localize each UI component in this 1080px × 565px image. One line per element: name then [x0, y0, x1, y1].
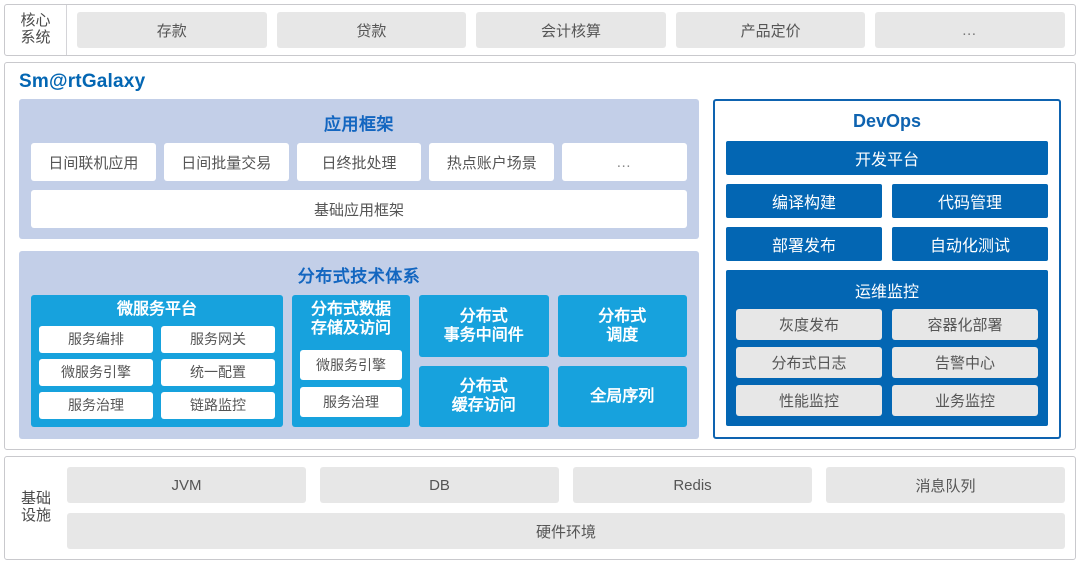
ops-item-alert-center[interactable]: 告警中心: [892, 347, 1038, 378]
devops-title: DevOps: [852, 111, 922, 131]
ops-item-containerized-deployment[interactable]: 容器化部署: [892, 309, 1038, 340]
microservice-platform-card[interactable]: 微服务平台 服务编排 服务网关 微服务引擎 统一配置: [31, 295, 283, 427]
infra-item-redis[interactable]: Redis: [573, 467, 812, 503]
devops-row: 部署发布 自动化测试: [726, 227, 1048, 261]
core-systems-label-line2: 系统: [20, 29, 51, 46]
app-item-daytime-online[interactable]: 日间联机应用: [31, 143, 156, 181]
app-item-hot-account[interactable]: 热点账户场景: [429, 143, 555, 181]
devops-row: 编译构建 代码管理: [726, 184, 1048, 218]
smartgalaxy-title: Sm@rtGalaxy: [19, 71, 146, 92]
distributed-data-storage-title: 分布式数据 存储及访问: [300, 295, 402, 345]
core-system-item-more[interactable]: …: [875, 12, 1065, 48]
distributed-tech-panel: 分布式技术体系 微服务平台 服务编排 服务网关 微服务引: [19, 251, 699, 439]
app-item-daytime-batch[interactable]: 日间批量交易: [163, 143, 289, 181]
card-global-sequence-line1: 全局序列: [590, 387, 655, 405]
smartgalaxy-left-column: 应用框架 日间联机应用 日间批量交易 日终批处理 热点账户场景 … 基础应用框架…: [19, 99, 699, 439]
card-distributed-scheduling-line1: 分布式: [598, 307, 647, 325]
infra-item-message-queue[interactable]: 消息队列: [826, 467, 1065, 503]
ops-item-distributed-logging[interactable]: 分布式日志: [736, 347, 882, 378]
distributed-middleware-column: 分布式 事务中间件 分布式 缓存访问: [419, 295, 549, 427]
application-framework-items: 日间联机应用 日间批量交易 日终批处理 热点账户场景 …: [31, 143, 687, 181]
application-framework-title: 应用框架: [324, 115, 394, 134]
card-distributed-transaction-middleware[interactable]: 分布式 事务中间件: [419, 295, 549, 357]
distributed-tech-grid: 微服务平台 服务编排 服务网关 微服务引擎 统一配置: [31, 295, 687, 427]
core-system-item-loan[interactable]: 贷款: [276, 12, 467, 48]
microservice-row: 服务治理 链路监控: [39, 391, 275, 420]
card-distributed-scheduling-line2: 调度: [606, 326, 639, 344]
distributed-data-storage-card[interactable]: 分布式数据 存储及访问 微服务引擎 服务治理: [292, 295, 410, 427]
devops-item-deploy-release[interactable]: 部署发布: [726, 227, 882, 261]
ops-item-gray-release[interactable]: 灰度发布: [736, 309, 882, 340]
smartgalaxy-body: 应用框架 日间联机应用 日间批量交易 日终批处理 热点账户场景 … 基础应用框架…: [19, 99, 1061, 439]
application-framework-panel: 应用框架 日间联机应用 日间批量交易 日终批处理 热点账户场景 … 基础应用框架: [19, 99, 699, 239]
smartgalaxy-panel: Sm@rtGalaxy 应用框架 日间联机应用 日间批量交易 日终批处理 热点账…: [4, 62, 1076, 450]
card-global-sequence[interactable]: 全局序列: [557, 365, 687, 427]
infrastructure-items: JVM DB Redis 消息队列: [67, 467, 1065, 503]
app-base-framework[interactable]: 基础应用框架: [31, 190, 687, 228]
devops-column: DevOps 开发平台 编译构建 代码管理 部署发布 自动化测试 运维监控: [713, 99, 1061, 439]
card-distributed-transaction-middleware-line2: 事务中间件: [443, 326, 524, 344]
micro-item-trace-monitoring[interactable]: 链路监控: [161, 391, 275, 420]
ops-monitoring-row: 性能监控 业务监控: [736, 385, 1038, 416]
infrastructure-bar: 基础 设施 JVM DB Redis 消息队列 硬件环境: [4, 456, 1076, 560]
infrastructure-body: JVM DB Redis 消息队列 硬件环境: [67, 467, 1075, 549]
core-systems-label: 核心 系统: [5, 5, 67, 55]
ops-monitoring-title: 运维监控: [854, 284, 919, 301]
core-system-item-deposit[interactable]: 存款: [77, 12, 267, 48]
micro-item-unified-config[interactable]: 统一配置: [161, 358, 275, 386]
ops-item-business-monitoring[interactable]: 业务监控: [892, 385, 1038, 416]
microservice-row: 服务编排 服务网关: [39, 325, 275, 353]
card-distributed-cache-access[interactable]: 分布式 缓存访问: [419, 365, 549, 427]
distributed-scheduling-column: 分布式 调度 全局序列: [557, 295, 687, 427]
microservice-row: 微服务引擎 统一配置: [39, 358, 275, 386]
app-item-eod-batch[interactable]: 日终批处理: [296, 143, 422, 181]
card-distributed-scheduling[interactable]: 分布式 调度: [557, 295, 687, 357]
distributed-data-storage-title-line2: 存储及访问: [310, 319, 391, 337]
ops-monitoring-row: 分布式日志 告警中心: [736, 347, 1038, 378]
micro-item-service-governance[interactable]: 服务治理: [39, 391, 153, 420]
core-systems-bar: 核心 系统 存款 贷款 会计核算 产品定价 …: [4, 4, 1076, 56]
data-item-microservice-engine[interactable]: 微服务引擎: [300, 350, 402, 380]
card-distributed-cache-access-line2: 缓存访问: [451, 397, 516, 415]
app-item-more[interactable]: …: [562, 143, 687, 181]
core-systems-label-line1: 核心: [20, 12, 51, 30]
card-distributed-cache-access-line1: 分布式: [459, 378, 508, 396]
infrastructure-label-line2: 设施: [20, 507, 51, 524]
devops-panel: DevOps 开发平台 编译构建 代码管理 部署发布 自动化测试 运维监控: [713, 99, 1061, 439]
infra-item-hardware-environment[interactable]: 硬件环境: [67, 513, 1065, 549]
micro-item-service-orchestration[interactable]: 服务编排: [39, 325, 153, 353]
core-systems-items: 存款 贷款 会计核算 产品定价 …: [67, 12, 1075, 48]
microservice-platform-title: 微服务平台: [116, 301, 197, 318]
ops-monitoring-row: 灰度发布 容器化部署: [736, 309, 1038, 340]
infrastructure-label: 基础 设施: [5, 490, 67, 525]
distributed-data-storage-title-line1: 分布式数据: [310, 301, 391, 318]
core-system-item-accounting[interactable]: 会计核算: [476, 12, 666, 48]
infrastructure-label-line1: 基础: [20, 490, 51, 508]
microservice-items: 服务编排 服务网关 微服务引擎 统一配置 服务治理 链路监控: [39, 325, 275, 420]
infra-item-db[interactable]: DB: [320, 467, 559, 503]
card-distributed-transaction-middleware-line1: 分布式: [459, 307, 508, 325]
devops-dev-platform[interactable]: 开发平台: [726, 141, 1048, 175]
infra-item-jvm[interactable]: JVM: [67, 467, 306, 503]
core-system-item-pricing[interactable]: 产品定价: [675, 12, 866, 48]
data-item-service-governance[interactable]: 服务治理: [300, 387, 402, 417]
distributed-data-storage-items: 微服务引擎 服务治理: [300, 345, 402, 419]
ops-monitoring-items: 灰度发布 容器化部署 分布式日志 告警中心 性能监控 业务监控: [736, 309, 1038, 416]
ops-item-performance-monitoring[interactable]: 性能监控: [736, 385, 882, 416]
micro-item-service-gateway[interactable]: 服务网关: [161, 325, 275, 353]
micro-item-microservice-engine[interactable]: 微服务引擎: [39, 358, 153, 386]
distributed-tech-title: 分布式技术体系: [297, 267, 421, 286]
devops-item-automated-testing[interactable]: 自动化测试: [892, 227, 1048, 261]
ops-monitoring-panel: 运维监控 灰度发布 容器化部署 分布式日志 告警中心 性能监控: [726, 270, 1048, 426]
devops-item-compile-build[interactable]: 编译构建: [726, 184, 882, 218]
devops-item-code-management[interactable]: 代码管理: [892, 184, 1048, 218]
